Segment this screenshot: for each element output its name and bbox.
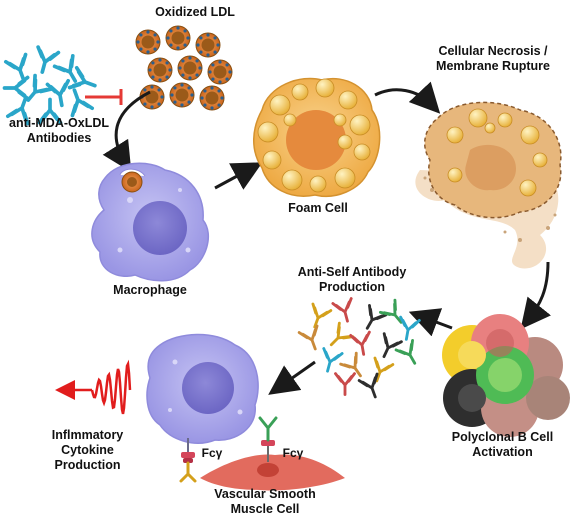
- ldl-particle-icon: [165, 25, 191, 51]
- polyclonal-b-cells-icon: [442, 314, 570, 437]
- arrow-foam-to-necrosis: [374, 81, 441, 114]
- blue-antibody-icon: [70, 88, 95, 118]
- anti-self-antibody-icon: [311, 302, 333, 329]
- fc-gamma-receptor-label-1: Fcγ: [201, 446, 223, 460]
- vsmc-label-line1: Vascular Smooth: [214, 487, 316, 501]
- oxidized-ldl-label: Oxidized LDL: [155, 5, 235, 19]
- blue-antibody-icon: [67, 65, 97, 90]
- b-cell-label-line1: Polyclonal B Cell: [451, 430, 554, 444]
- ldl-particle-icon: [147, 57, 173, 83]
- ldl-particle-icon: [177, 55, 203, 81]
- arrow-ldl-to-macrophage: [102, 90, 151, 173]
- macrophage-label: Macrophage: [113, 283, 187, 297]
- antibodies-label-line2: Antibodies: [26, 131, 92, 145]
- anti-self-antibody-icon: [378, 298, 403, 324]
- anti-self-antibody-icon: [349, 330, 371, 356]
- vascular-smooth-muscle-cell-icon: [200, 416, 345, 491]
- oxidized-ldl-particles-icon: [135, 25, 233, 111]
- necrosis-label: Cellular Necrosis / Membrane Rupture: [418, 44, 568, 74]
- ldl-particle-icon: [199, 85, 225, 111]
- foam-cell-icon: [253, 77, 381, 197]
- antibodies-label-line1: anti-MDA-OxLDL: [9, 116, 109, 130]
- anti-self-antibody-icon: [357, 372, 379, 399]
- cytokine-label-line1: Inflmmatory: [51, 428, 124, 442]
- anti-mda-oxldl-antibodies-icon: [2, 45, 97, 126]
- inhibition-arrow: [85, 89, 123, 105]
- cytokine-signal-wave-icon: [55, 359, 132, 415]
- anti-self-antibody-icon: [399, 315, 421, 341]
- arrow-antibodies-to-macrophage: [268, 360, 316, 395]
- anti-self-antibody-icon: [339, 351, 362, 378]
- blue-antibody-icon: [26, 73, 53, 102]
- vsmc-label: Vascular Smooth Muscle Cell: [205, 487, 325, 517]
- blue-antibody-icon: [36, 45, 61, 74]
- b-cell-activation-label: Polyclonal B Cell Activation: [435, 430, 570, 460]
- anti-self-antibody-icon: [365, 303, 388, 330]
- ldl-particle-icon: [195, 32, 221, 58]
- necrotic-cell-icon: [415, 101, 562, 269]
- anti-self-antibody-icon: [373, 356, 395, 383]
- anti-self-antibody-label: Anti-Self Antibody Production: [282, 265, 422, 295]
- anti-self-label-line2: Production: [319, 280, 385, 294]
- blue-antibody-icon: [2, 75, 30, 101]
- blue-antibody-icon: [52, 54, 78, 83]
- cytokine-label-line2: Cytokine: [61, 443, 114, 457]
- arrow-bcell-to-antibodies: [408, 308, 453, 337]
- cytokine-label-line3: Production: [54, 458, 121, 472]
- necrosis-label-line1: Cellular Necrosis /: [438, 44, 548, 58]
- anti-self-antibody-icon: [297, 324, 319, 351]
- blue-antibody-icon: [37, 97, 63, 125]
- arrow-macrophage-to-foam: [214, 162, 263, 190]
- antibodies-label: anti-MDA-OxLDL Antibodies: [0, 116, 118, 146]
- anti-self-antibody-icon: [394, 338, 417, 365]
- ldl-particle-icon: [207, 59, 233, 85]
- anti-self-antibody-icon: [331, 297, 353, 323]
- b-cell-label-line2: Activation: [472, 445, 533, 459]
- vsmc-label-line2: Muscle Cell: [230, 502, 300, 516]
- fc-gamma-receptor-label-2: Fcγ: [282, 446, 304, 460]
- anti-self-label-line1: Anti-Self Antibody: [297, 265, 407, 279]
- cytokine-production-label: Inflmmatory Cytokine Production: [30, 428, 145, 473]
- anti-self-antibody-icon: [329, 321, 355, 347]
- blue-antibody-icon: [5, 96, 30, 126]
- anti-self-antibody-icon: [382, 332, 403, 359]
- effector-macrophage-icon: [146, 333, 259, 483]
- ldl-particle-icon: [135, 29, 161, 55]
- necrosis-label-line2: Membrane Rupture: [436, 59, 550, 73]
- arrow-necrosis-to-bcell: [520, 261, 551, 330]
- blue-antibody-icon: [45, 78, 70, 108]
- macrophage-cell-icon: [91, 162, 210, 282]
- blue-antibody-icon: [3, 52, 28, 82]
- foam-cell-label: Foam Cell: [288, 201, 348, 215]
- anti-self-antibodies-icon: [297, 297, 421, 399]
- anti-self-antibody-icon: [322, 347, 344, 373]
- ldl-particle-icon: [169, 82, 195, 108]
- anti-self-antibody-icon: [334, 372, 356, 396]
